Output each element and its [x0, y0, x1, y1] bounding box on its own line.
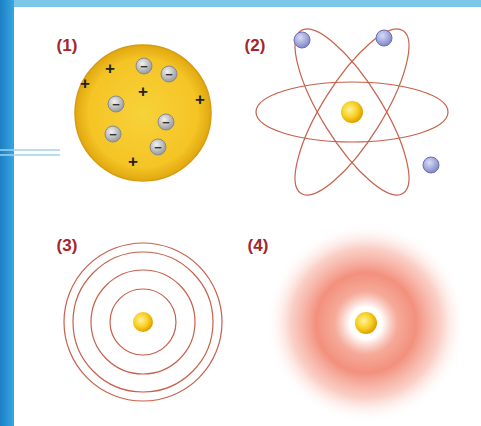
charge-sign: +: [138, 83, 148, 100]
charge-sign: −: [165, 68, 173, 81]
charge-sign: +: [195, 91, 205, 108]
charge-sign: −: [154, 141, 162, 154]
charge-sign: −: [112, 98, 120, 111]
charge-sign: −: [162, 116, 170, 129]
model-number: (3): [57, 237, 78, 254]
model-number: (2): [245, 37, 266, 54]
model-number: (4): [248, 237, 269, 254]
charge-sign: +: [128, 153, 138, 170]
charge-sign: +: [105, 60, 115, 77]
charge-sign: +: [80, 75, 90, 92]
charge-sign: −: [140, 60, 148, 73]
charge-sign: −: [109, 128, 117, 141]
model-number: (1): [57, 37, 78, 54]
